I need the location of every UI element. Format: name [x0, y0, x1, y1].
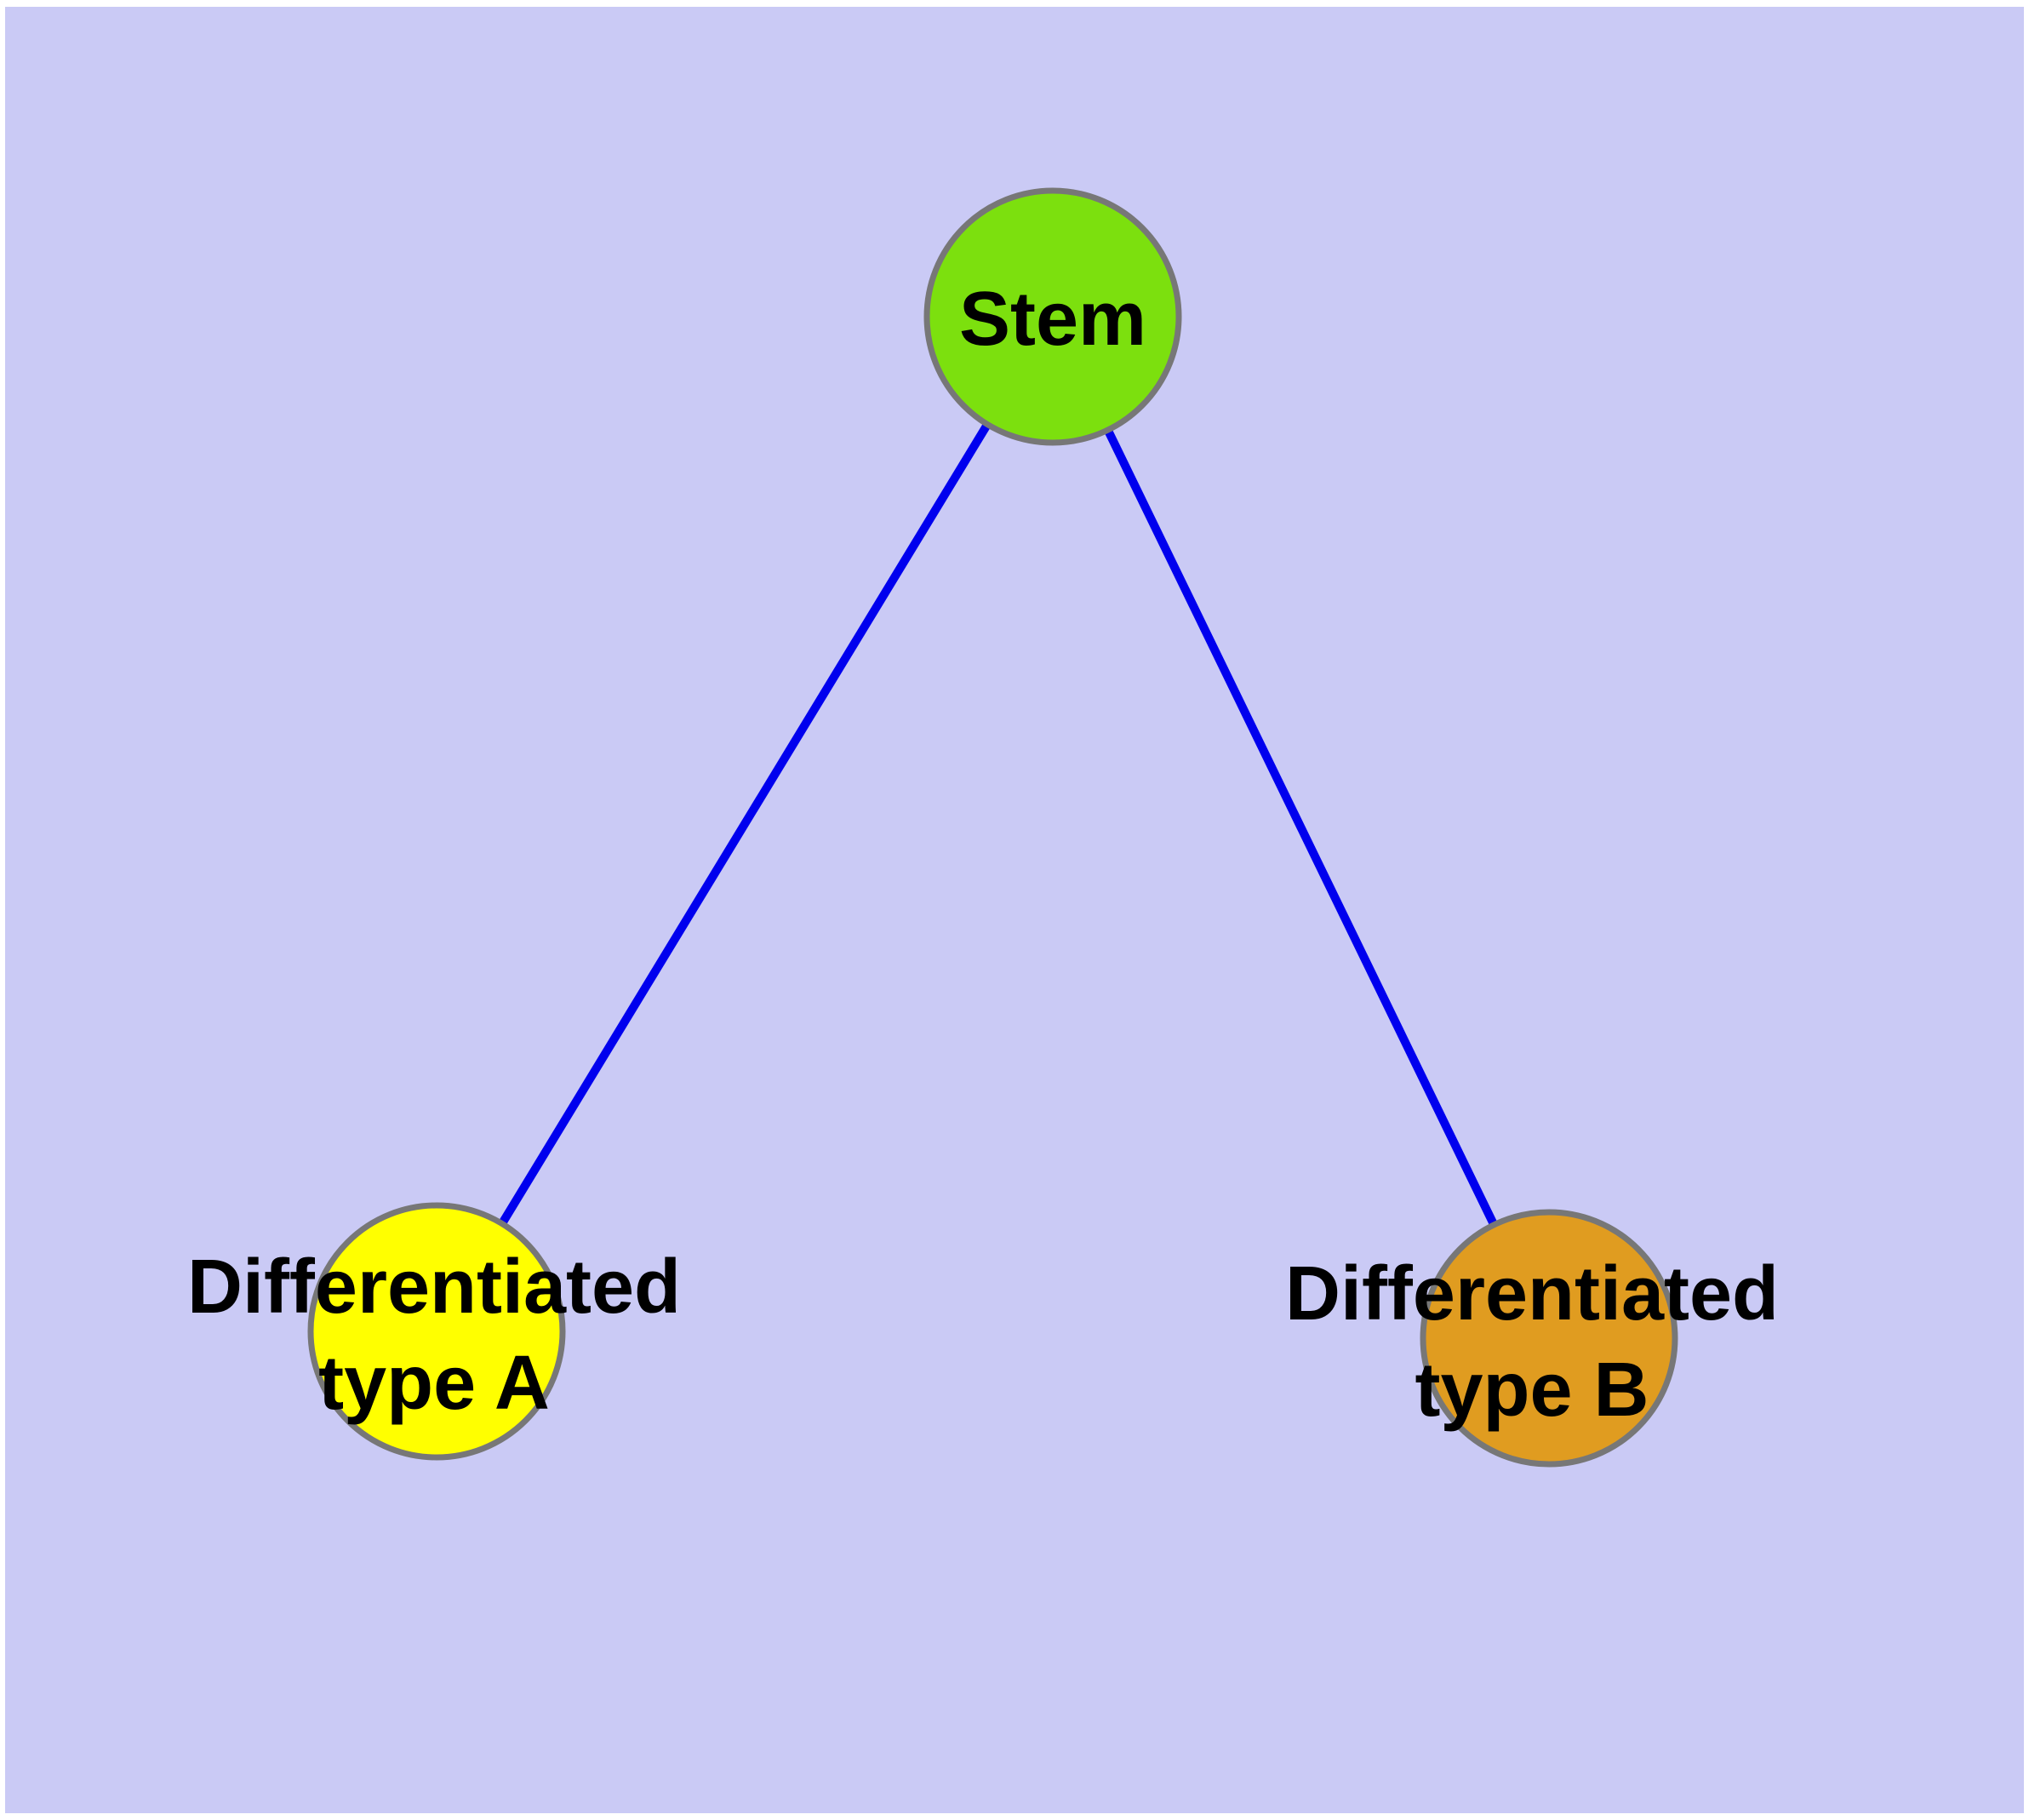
- node-type-b-label-line2: type B: [1415, 1348, 1649, 1433]
- node-stem: [923, 187, 1182, 446]
- edge-stem-to-type-b: [1049, 314, 1553, 1341]
- node-differentiated-type-a: [307, 1202, 566, 1461]
- node-type-a-label-line2: type A: [318, 1341, 550, 1426]
- node-type-a-label-line1: Differentiated: [187, 1245, 681, 1330]
- node-differentiated-type-b: [1420, 1209, 1678, 1468]
- edge-stem-to-type-a: [432, 314, 1057, 1334]
- node-stem-label: Stem: [959, 277, 1146, 362]
- node-type-b-label-line1: Differentiated: [1285, 1251, 1779, 1336]
